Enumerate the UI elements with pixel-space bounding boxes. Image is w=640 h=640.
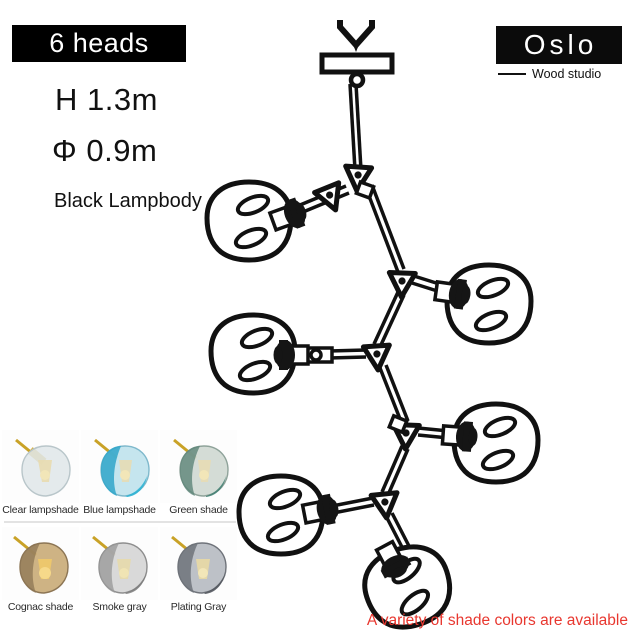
socket-mid-left [271, 338, 310, 372]
swatch-label: Smoke gray [92, 601, 147, 613]
heads-count-label: 6 heads [49, 28, 149, 58]
swatch-blue-lampshade[interactable]: Blue lampshade [81, 430, 158, 517]
swatch-row-divider [4, 521, 236, 523]
swatch-thumb [81, 527, 158, 600]
branch-mid-left [211, 315, 410, 425]
brand-logo: Oslo Wood studio [496, 26, 622, 81]
brand-tagline: Wood studio [532, 67, 602, 81]
swatch-thumb [160, 430, 237, 503]
branch-upper [207, 182, 406, 273]
heads-count-badge: 6 heads [12, 25, 186, 62]
brand-rule-line [498, 73, 526, 75]
swatch-cognac-shade[interactable]: Cognac shade [2, 527, 79, 614]
branch-lower-right [380, 404, 538, 496]
swatch-plating-gray[interactable]: Plating Gray [160, 527, 237, 614]
height-spec: H 1.3m [55, 82, 158, 117]
diameter-spec: Φ 0.9m [52, 133, 158, 168]
swatch-row-2: Cognac shade Smoke gray [2, 527, 238, 614]
swatch-thumb [81, 430, 158, 503]
branch-upper-right [372, 265, 531, 348]
swatch-label: Green shade [169, 504, 228, 516]
swatch-clear-lampshade[interactable]: Clear lampshade [2, 430, 79, 517]
swatch-label: Blue lampshade [83, 504, 156, 516]
swatch-label: Clear lampshade [2, 504, 79, 516]
main-drop-rod [344, 83, 372, 192]
brand-name: Oslo [523, 29, 598, 60]
swatch-thumb [160, 527, 237, 600]
branch-lower [239, 476, 460, 637]
swatch-smoke-gray[interactable]: Smoke gray [81, 527, 158, 614]
swatch-row-1: Clear lampshade Blue lampshade [2, 430, 238, 517]
brand-mark: Oslo [496, 26, 622, 64]
ceiling-mount [319, 20, 395, 89]
swatch-thumb [2, 527, 79, 600]
brand-tagline-row: Wood studio [496, 67, 622, 81]
lamp-body-spec: Black Lampbody [54, 190, 202, 212]
swatch-label: Cognac shade [7, 601, 74, 613]
swatch-green-shade[interactable]: Green shade [160, 430, 237, 517]
swatch-label: Plating Gray [170, 601, 227, 613]
swatch-thumb [2, 430, 79, 503]
shade-color-swatches: Clear lampshade Blue lampshade [2, 430, 238, 618]
shade-colors-note: A variety of shade colors are available [366, 612, 628, 629]
